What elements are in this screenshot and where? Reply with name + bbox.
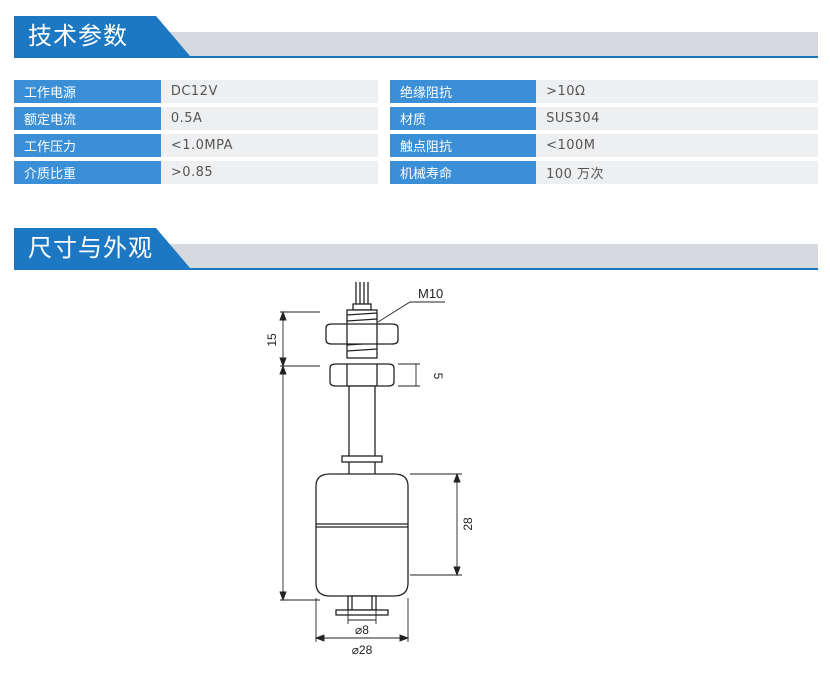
table-row: 材质 SUS304 [390, 105, 818, 134]
spec-value: <100M [536, 132, 818, 161]
spec-label: 机械寿命 [390, 159, 537, 188]
dimension-drawing: M10 15 5 28 ⌀8 ⌀28 [265, 282, 475, 657]
table-row: 触点阻抗 <100M [390, 132, 818, 161]
table-row: 机械寿命 100 万次 [390, 159, 818, 188]
bottom-clip [335, 609, 389, 616]
table-row: 绝缘阻抗 >10Ω [390, 80, 818, 107]
section-header-specs: 技术参数 [14, 16, 818, 60]
dim-label-28-height: 28 [461, 517, 475, 531]
dim-label-dia-8: ⌀8 [355, 623, 369, 637]
spec-table-right: 绝缘阻抗 >10Ω 材质 SUS304 触点阻抗 <100M 机械寿命 100 … [390, 80, 818, 188]
table-row: 介质比重 >0.85 [14, 159, 378, 188]
dim-label-5: 5 [431, 373, 445, 380]
spec-label: 介质比重 [14, 159, 161, 188]
header-underline [14, 56, 818, 58]
spec-label: 材质 [390, 105, 537, 134]
spec-value: <1.0MPA [160, 132, 378, 161]
spec-label: 工作电源 [14, 80, 161, 107]
spec-label: 触点阻抗 [390, 132, 537, 161]
dim-label-dia-28: ⌀28 [352, 643, 373, 657]
thread-label: M10 [418, 286, 443, 301]
stop-ring [341, 455, 383, 463]
spec-label: 额定电流 [14, 105, 161, 134]
spec-label: 工作压力 [14, 132, 161, 161]
header-bar [164, 244, 818, 269]
section-title: 技术参数 [28, 22, 128, 50]
header-bar [164, 32, 818, 57]
float-body [315, 473, 409, 597]
spec-label: 绝缘阻抗 [390, 80, 537, 107]
header-tab [14, 16, 190, 56]
header-tab [14, 228, 190, 268]
table-row: 工作电源 DC12V [14, 80, 378, 107]
table-row: 额定电流 0.5A [14, 105, 378, 134]
spec-table-left: 工作电源 DC12V 额定电流 0.5A 工作压力 <1.0MPA 介质比重 >… [14, 80, 378, 188]
dimension-lines [279, 301, 462, 642]
section-title: 尺寸与外观 [28, 234, 153, 262]
spec-value: DC12V [160, 80, 378, 107]
spec-value: 0.5A [160, 105, 378, 134]
wire-leads [352, 282, 372, 311]
spec-value: 100 万次 [536, 159, 818, 188]
dim-label-15: 15 [265, 333, 279, 347]
spec-value: SUS304 [536, 105, 818, 134]
spec-value: >0.85 [160, 159, 378, 188]
spec-value: >10Ω [536, 80, 818, 107]
upper-nut [325, 323, 399, 345]
header-underline [14, 268, 818, 270]
lower-nut [329, 363, 395, 387]
section-header-dimensions: 尺寸与外观 [14, 228, 818, 272]
table-row: 工作压力 <1.0MPA [14, 132, 378, 161]
